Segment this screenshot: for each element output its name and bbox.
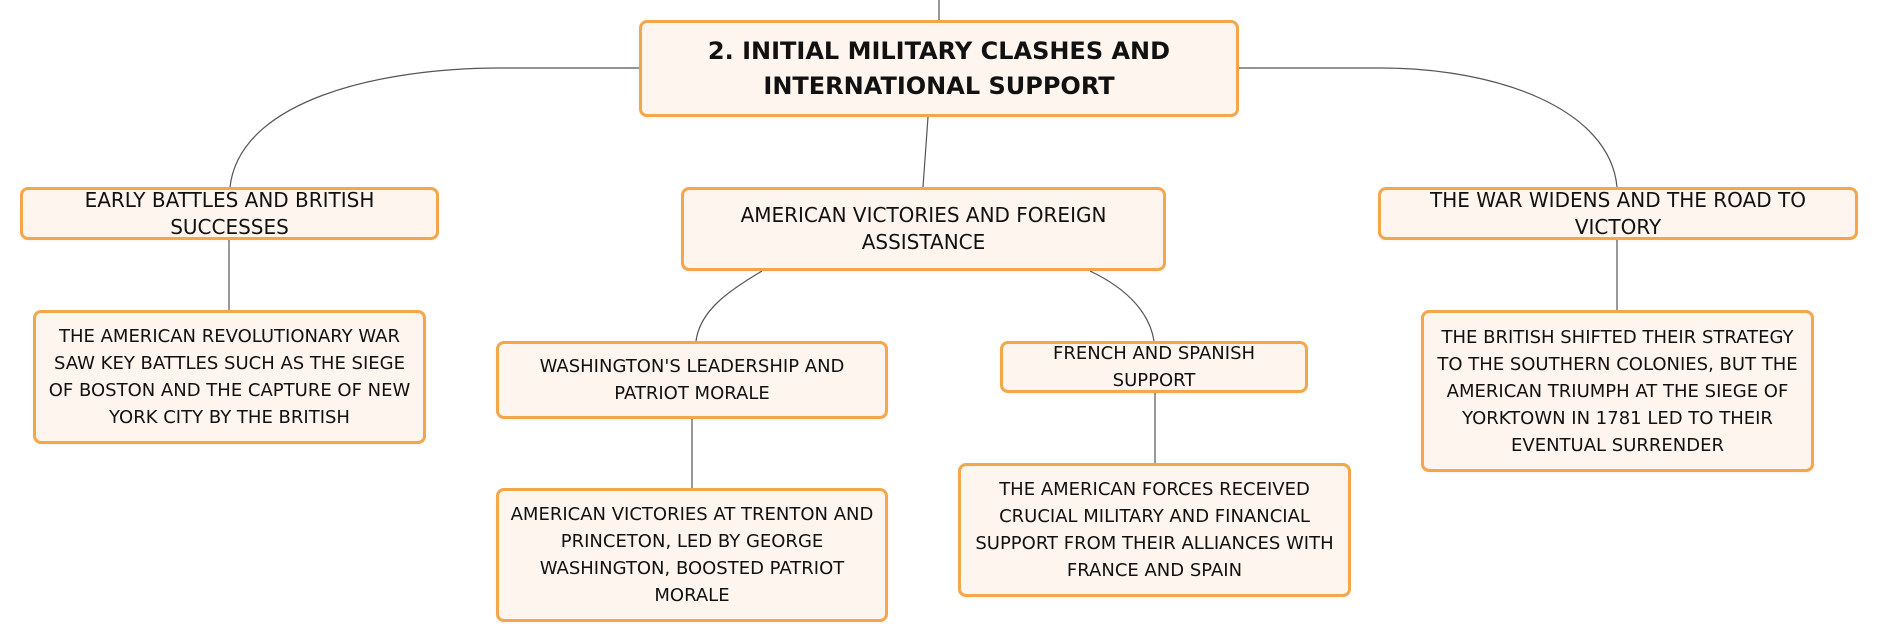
root-topic-label: 2. INITIAL MILITARY CLASHES AND INTERNAT… xyxy=(707,36,1171,100)
american-victories-node[interactable]: AMERICAN VICTORIES AND FOREIGN ASSISTANC… xyxy=(681,187,1166,271)
washington-leadership-label: WASHINGTON'S LEADERSHIP AND PATRIOT MORA… xyxy=(539,356,845,404)
connector-root-to-early xyxy=(229,67,639,188)
southern-strategy-detail-label: THE BRITISH SHIFTED THEIR STRATEGY TO TH… xyxy=(1437,326,1798,456)
war-widens-node[interactable]: THE WAR WIDENS AND THE ROAD TO VICTORY xyxy=(1378,187,1858,240)
french-spanish-support-node[interactable]: FRENCH AND SPANISH SUPPORT xyxy=(1000,341,1308,393)
early-battles-node[interactable]: EARLY BATTLES AND BRITISH SUCCESSES xyxy=(20,187,439,240)
alliances-detail-label: THE AMERICAN FORCES RECEIVED CRUCIAL MIL… xyxy=(975,479,1334,581)
trenton-princeton-detail-label: AMERICAN VICTORIES AT TRENTON AND PRINCE… xyxy=(510,504,874,606)
washington-leadership-node[interactable]: WASHINGTON'S LEADERSHIP AND PATRIOT MORA… xyxy=(496,341,888,419)
connector-american-to-washington xyxy=(695,270,763,342)
connector-root-to-american xyxy=(922,116,929,188)
american-victories-label: AMERICAN VICTORIES AND FOREIGN ASSISTANC… xyxy=(740,203,1107,254)
southern-strategy-detail-node[interactable]: THE BRITISH SHIFTED THEIR STRATEGY TO TH… xyxy=(1421,310,1814,472)
french-spanish-support-label: FRENCH AND SPANISH SUPPORT xyxy=(1052,343,1256,391)
war-widens-label: THE WAR WIDENS AND THE ROAD TO VICTORY xyxy=(1430,187,1806,239)
root-topic-node[interactable]: 2. INITIAL MILITARY CLASHES AND INTERNAT… xyxy=(639,20,1239,117)
revolutionary-war-detail-label: THE AMERICAN REVOLUTIONARY WAR SAW KEY B… xyxy=(48,326,411,428)
early-battles-label: EARLY BATTLES AND BRITISH SUCCESSES xyxy=(84,187,375,239)
trenton-princeton-detail-node[interactable]: AMERICAN VICTORIES AT TRENTON AND PRINCE… xyxy=(496,488,888,622)
alliances-detail-node[interactable]: THE AMERICAN FORCES RECEIVED CRUCIAL MIL… xyxy=(958,463,1351,597)
connector-root-to-widens xyxy=(1239,67,1618,188)
revolutionary-war-detail-node[interactable]: THE AMERICAN REVOLUTIONARY WAR SAW KEY B… xyxy=(33,310,426,444)
connector-american-to-french xyxy=(1089,270,1155,342)
